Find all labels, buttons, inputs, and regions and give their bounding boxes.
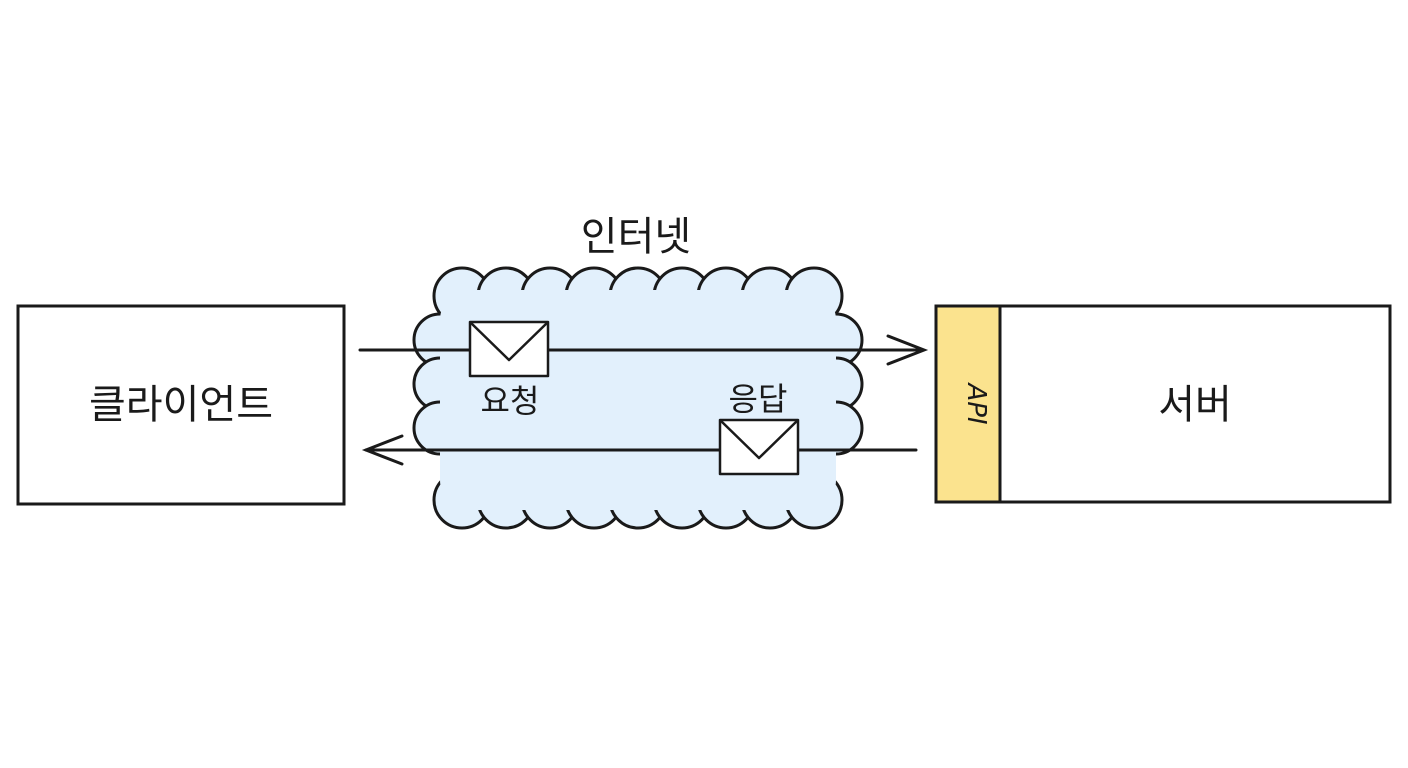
api-strip [934,304,1002,504]
client-box: 클라이언트 [16,304,346,506]
response-envelope-icon [718,418,800,476]
server-label: 서버 [1158,382,1232,428]
server-box: API 서버 [934,304,1392,504]
request-envelope-icon [468,320,550,378]
client-label: 클라이언트 [89,382,273,428]
request-label: 요청 [481,382,540,420]
request-arrow [358,334,929,366]
api-label: API [961,381,991,424]
response-arrow [361,434,918,466]
response-label: 응답 [729,380,788,418]
internet-label: 인터넷 [581,214,691,260]
